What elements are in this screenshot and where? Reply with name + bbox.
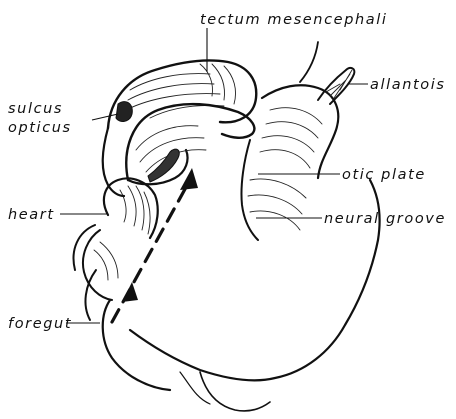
label-sulcus-line1: sulcus	[8, 101, 63, 117]
arrowhead-lower-icon	[122, 282, 138, 302]
label-tectum-mesencephali: tectum mesencephali	[200, 12, 388, 28]
label-foregut: foregut	[8, 316, 72, 332]
label-sulcus-line2: opticus	[8, 120, 72, 136]
allantois	[318, 68, 354, 104]
label-heart: heart	[8, 207, 55, 223]
label-otic-plate: otic plate	[342, 167, 426, 183]
leader-sulcus	[92, 114, 118, 120]
leader-lines	[60, 28, 368, 323]
label-allantois: allantois	[370, 77, 446, 93]
label-neural-groove: neural groove	[324, 211, 446, 227]
direction-arrow	[112, 168, 198, 322]
sulcus-opticus-mark	[116, 102, 132, 122]
